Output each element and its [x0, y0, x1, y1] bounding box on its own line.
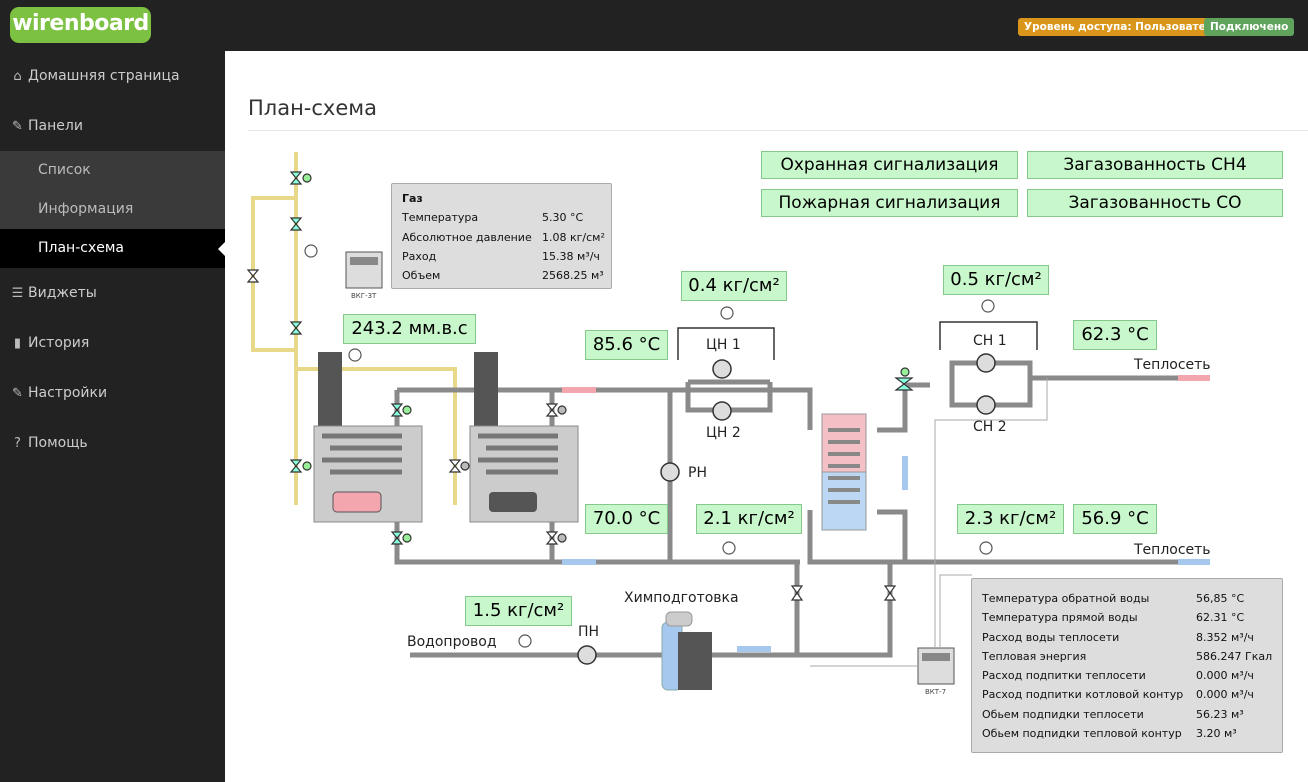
heating-network-supply-label: Теплосеть	[1134, 357, 1211, 373]
list-icon: ☰	[11, 286, 24, 301]
security-alarm-indicator: Охранная сигнализация	[761, 151, 1018, 179]
sidebar-item-settings[interactable]: ✎Настройки	[0, 368, 225, 418]
boiler-2	[469, 352, 579, 523]
pump-ch-pressure-reading: 0.5 кг/см²	[943, 265, 1049, 295]
pump-cn-pressure-reading: 0.4 кг/см²	[681, 271, 787, 301]
sidebar-subitem-info[interactable]: Информация	[0, 190, 225, 229]
sidebar: ⌂Домашняя страница ✎Панели Список Информ…	[0, 51, 225, 782]
heating-scheme-diagram	[246, 152, 1210, 691]
sidebar-subitem-list[interactable]: Список	[0, 151, 225, 190]
gas-pressure-reading: 243.2 мм.в.с	[343, 314, 476, 344]
heat-row-label: Расход воды теплосети	[982, 631, 1120, 644]
fire-alarm-indicator: Пожарная сигнализация	[761, 189, 1018, 217]
valves	[246, 171, 914, 601]
sidebar-item-home[interactable]: ⌂Домашняя страница	[0, 51, 225, 101]
sidebar-item-history[interactable]: ▮История	[0, 318, 225, 368]
gas-flow-label: Раход	[402, 250, 437, 263]
heat-row-label: Тепловая энергия	[982, 650, 1087, 663]
sidebar-item-panels[interactable]: ✎Панели	[0, 101, 225, 151]
vkg3t-device	[345, 251, 383, 289]
heat-row-label: Температура прямой воды	[982, 611, 1138, 624]
heat-row-value: 586.247 Гкал	[1196, 650, 1273, 663]
wrench-icon: ✎	[12, 119, 23, 134]
heat-meter-panel: Температура обратной воды 56,85 °C Темпе…	[971, 578, 1283, 753]
heat-row-label: Расход подпитки теплосети	[982, 669, 1146, 682]
heat-row-label: Обьем подпидки тепловой контур	[982, 727, 1182, 740]
gas-co-alarm-indicator: Загазованность CO	[1027, 189, 1283, 217]
gas-temp-value: 5.30 °C	[542, 211, 584, 224]
heat-row-value: 62.31 °C	[1196, 611, 1245, 624]
vkt7-label: ВКТ-7	[925, 688, 947, 696]
network-return-temp-reading: 56.9 °C	[1073, 504, 1157, 534]
wirenboard-logo[interactable]: wirenboard	[10, 7, 151, 43]
boiler-return-temp-reading: 70.0 °C	[585, 504, 668, 534]
heat-row-value: 0.000 м³/ч	[1196, 669, 1254, 682]
pump-ch2-label: СН 2	[973, 419, 1007, 435]
gas-info-panel: Газ Температура 5.30 °C Абсолютное давле…	[391, 183, 612, 289]
water-pressure-reading: 1.5 кг/см²	[465, 596, 572, 626]
heat-row-value: 56,85 °C	[1196, 592, 1245, 605]
sidebar-item-widgets[interactable]: ☰Виджеты	[0, 268, 225, 318]
heat-row-value: 8.352 м³/ч	[1196, 631, 1254, 644]
network-return-pressure-reading: 2.3 кг/см²	[957, 504, 1064, 534]
access-level-badge: Уровень доступа: Пользователь	[1018, 18, 1227, 36]
pump-pn-label: ПН	[578, 624, 600, 640]
gas-volume-value: 2568.25 м³	[542, 269, 604, 282]
heat-exchanger	[821, 413, 867, 531]
boiler-return-pressure-reading: 2.1 кг/см²	[696, 504, 802, 534]
gas-temp-label: Температура	[402, 211, 479, 224]
pump-ch1-label: СН 1	[973, 333, 1007, 349]
connection-status-badge: Подключено	[1204, 18, 1295, 36]
heat-row-value: 0.000 м³/ч	[1196, 688, 1254, 701]
pump-cn1-label: ЦН 1	[706, 337, 741, 353]
gas-pressure-value: 1.08 кг/см²	[542, 231, 605, 244]
home-icon: ⌂	[13, 69, 22, 84]
gauges	[304, 244, 995, 648]
heat-row-value: 3.20 м³	[1196, 727, 1237, 740]
top-navbar: wirenboard Уровень доступа: Пользователь…	[0, 0, 1308, 51]
network-supply-temp-reading: 62.3 °C	[1073, 320, 1157, 350]
page-title: План-схема	[248, 96, 377, 120]
question-icon: ?	[14, 436, 21, 451]
heat-row-value: 56.23 м³	[1196, 708, 1244, 721]
pump-icons	[577, 353, 996, 665]
heating-network-return-label: Теплосеть	[1134, 542, 1211, 558]
pump-group-cn	[677, 321, 1038, 360]
boiler-1	[313, 352, 423, 523]
pump-cn2-label: ЦН 2	[706, 425, 741, 441]
heat-row-label: Температура обратной воды	[982, 592, 1150, 605]
water-treatment-label: Химподготовка	[624, 590, 739, 606]
gas-ch4-alarm-indicator: Загазованность CH4	[1027, 151, 1283, 179]
water-supply-label: Водопровод	[407, 634, 497, 650]
vkt7-device	[917, 647, 955, 685]
wrench-icon: ✎	[12, 386, 23, 401]
boiler-supply-temp-reading: 85.6 °C	[585, 330, 668, 360]
gas-flow-value: 15.38 м³/ч	[542, 250, 600, 263]
gas-pressure-label: Абсолютное давление	[402, 231, 532, 244]
gas-panel-title: Газ	[402, 192, 423, 205]
sidebar-subitem-plan[interactable]: План-схема	[0, 229, 225, 268]
pump-rn-label: РН	[688, 465, 707, 481]
heat-row-label: Обьем подпидки теплосети	[982, 708, 1144, 721]
heat-row-label: Расход подпитки котловой контур	[982, 688, 1184, 701]
bar-chart-icon: ▮	[13, 336, 22, 351]
vkg3t-label: ВКГ-3Т	[351, 292, 377, 300]
title-divider	[248, 130, 1308, 131]
sidebar-item-help[interactable]: ?Помощь	[0, 418, 225, 468]
gas-volume-label: Объем	[402, 269, 441, 282]
water-treatment	[661, 611, 712, 691]
